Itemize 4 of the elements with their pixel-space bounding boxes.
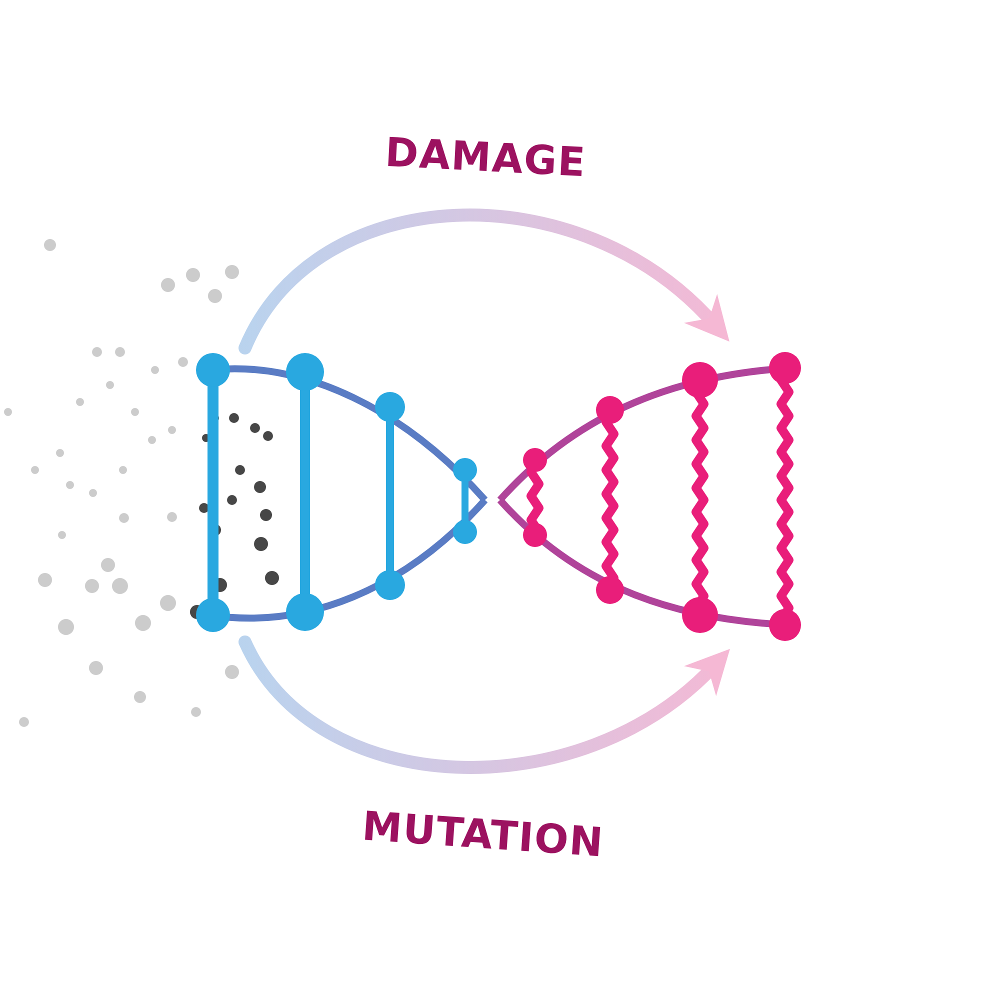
edge-label: DAMAGE — [384, 130, 588, 186]
curved-arrow — [238, 208, 731, 354]
curved-arrow — [238, 636, 732, 774]
edge-label: MUTATION — [360, 804, 606, 866]
